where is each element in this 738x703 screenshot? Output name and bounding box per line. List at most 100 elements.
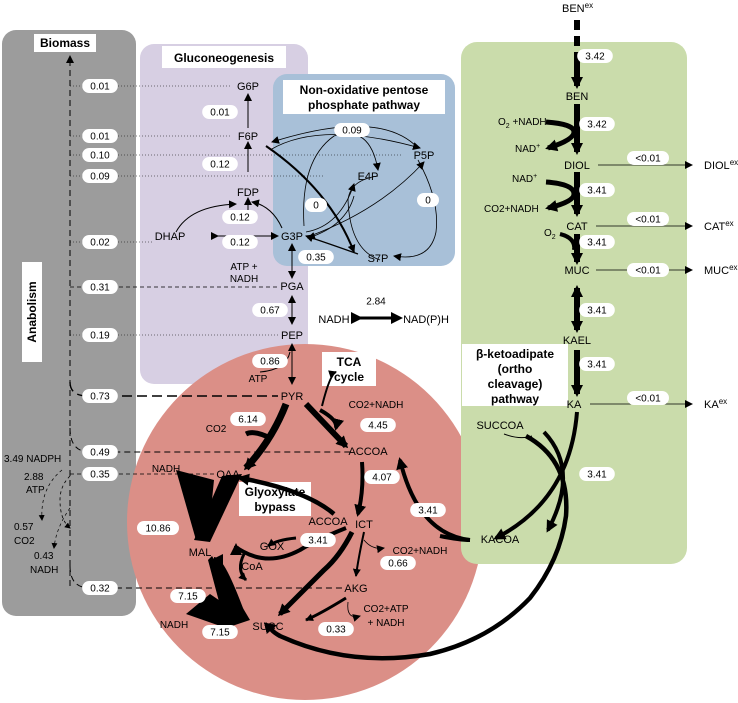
met-g6p: G6P — [237, 81, 259, 93]
external-metabolites: BENex DIOLex CATex MUCex KAex — [562, 1, 738, 411]
flux-value-ppp-s7p: 0 — [313, 201, 319, 212]
cof-atp-nadh-1: ATP + — [230, 262, 257, 273]
anabolism-title: Anabolism — [25, 281, 39, 342]
flux-value-muc-ex: <0.01 — [635, 266, 661, 277]
met-ict: ICT — [355, 519, 373, 531]
flux-value-ka-ex: <0.01 — [635, 394, 661, 405]
ketoadipate-title-line1: β-ketoadipate — [476, 347, 554, 361]
flux-value-bio-pep: 0.19 — [90, 331, 110, 342]
met-kacoa: KACOA — [481, 534, 520, 546]
flux-ppp-f6p: 0.09 — [334, 123, 370, 137]
flux-value-ict-akg: 0.66 — [388, 559, 408, 570]
flux-kacoa-succoa: 3.41 — [410, 503, 446, 517]
flux-value-g3p-pga: 0.35 — [306, 253, 326, 264]
flux-succ-nadh: 7.15 — [202, 625, 238, 639]
flux-value-pep-pga: 0.67 — [260, 306, 280, 317]
flux-value-g6p-f6p: 0.01 — [210, 108, 230, 119]
anab-atp-label: ATP — [26, 485, 45, 496]
flux-pyr-accoa: 4.45 — [360, 418, 396, 432]
flux-value-ben-in: 3.42 — [585, 52, 605, 63]
flux-value-mal-oaa: 10.86 — [145, 524, 170, 535]
flux-value-muc-kael: 3.41 — [587, 306, 607, 317]
cof-nad-1: NAD+ — [515, 143, 540, 155]
flux-value-pyr-accoa: 4.45 — [368, 421, 388, 432]
cof-co2-atp: CO2+ATP — [363, 604, 408, 615]
cof-o2-cat: O2 — [544, 228, 556, 241]
flux-value-succ-mal: 7.15 — [178, 592, 198, 603]
ppp-title-line1: Non-oxidative pentose — [300, 83, 429, 97]
flux-kael-ka: 3.41 — [579, 357, 615, 371]
flux-g6p-f6p: 0.01 — [202, 105, 238, 119]
cof-nad-2: NAD+ — [512, 173, 537, 185]
flux-value-bio-e4p: 0.09 — [90, 172, 110, 183]
ppp-compartment — [273, 74, 455, 266]
flux-nadh-nadph: 2.84 — [358, 294, 394, 308]
anab-co2-val: 0.57 — [14, 522, 34, 533]
flux-value-kael-ka: 3.41 — [587, 360, 607, 371]
flux-muc-ex: <0.01 — [627, 263, 669, 277]
flux-bio-oaa: 0.35 — [82, 467, 118, 481]
flux-value-dhap-g3p: 0.12 — [230, 238, 250, 249]
flux-value-bio-f6p: 0.01 — [90, 132, 110, 143]
flux-value-cat-ex: <0.01 — [635, 215, 661, 226]
met-accoa-tca: ACCOA — [348, 446, 388, 458]
flux-cat-muc: 3.41 — [579, 235, 615, 249]
flux-value-nadh-nadph: 2.84 — [366, 297, 386, 308]
flux-value-bio-oaa: 0.35 — [90, 470, 110, 481]
succ-nadh-wedge — [186, 594, 248, 628]
flux-succ-mal: 7.15 — [170, 589, 206, 603]
glyoxylate-title-line2: bypass — [254, 500, 296, 514]
flux-value-bio-pyr: 0.73 — [90, 392, 110, 403]
flux-value-accoa-ict: 4.07 — [372, 473, 392, 484]
flux-value-bio-succ: 0.32 — [90, 584, 110, 595]
nadh-mal-wedge — [176, 470, 214, 540]
flux-pyr-pep: 0.86 — [252, 354, 288, 368]
flux-value-ben-diol: 3.42 — [587, 120, 607, 131]
flux-bio-g6p: 0.01 — [82, 79, 118, 93]
flux-ka-ex: <0.01 — [627, 391, 669, 405]
flux-value-pyr-oaa: 6.14 — [238, 415, 258, 426]
flux-muc-kael: 3.41 — [579, 303, 615, 317]
flux-bio-pyr: 0.73 — [82, 389, 118, 403]
met-gox: GOX — [260, 541, 285, 553]
met-ka: KA — [567, 399, 582, 411]
met-s7p: S7P — [368, 253, 389, 265]
flux-akg-succ: 0.33 — [318, 622, 354, 636]
flux-bio-pga: 0.31 — [82, 280, 118, 294]
flux-bio-e4p: 0.09 — [82, 169, 118, 183]
met-muc: MUC — [564, 265, 589, 277]
flux-value-diol-ex: <0.01 — [635, 154, 661, 165]
cof-atp-pep: ATP — [249, 374, 268, 385]
met-e4p: E4P — [358, 171, 379, 183]
met-akg: AKG — [344, 583, 367, 595]
ppp-title-line2: phosphate pathway — [308, 98, 420, 112]
ketoadipate-title-line4: pathway — [491, 392, 539, 406]
cofactor-labels: O2 +NADH NAD+ NAD+ CO2+NADH O2 ATP + NAD… — [4, 117, 556, 631]
flux-value-ppp-p5p: 0 — [425, 196, 431, 207]
biomass-title: Biomass — [40, 36, 90, 50]
cof-o2-nadh: O2 +NADH — [498, 117, 547, 130]
met-mal: MAL — [189, 547, 212, 559]
flux-value-bio-dhap: 0.02 — [90, 238, 110, 249]
flux-bio-succ: 0.32 — [82, 581, 118, 595]
met-f6p: F6P — [238, 131, 258, 143]
cof-co2-nadh-pyr: CO2+NADH — [349, 400, 404, 411]
met-g3p: G3P — [281, 231, 303, 243]
flux-value-akg-succ: 0.33 — [326, 625, 346, 636]
cof-co2-atp-nadh: + NADH — [368, 618, 405, 629]
flux-dhap-g3p: 0.12 — [222, 235, 258, 249]
metabolite-labels: BEN DIOL CAT MUC KAEL KA SUCCOA KACOA G6… — [155, 81, 591, 633]
cof-atp-nadh-2: NADH — [230, 274, 258, 285]
flux-f6p-fdp: 0.12 — [202, 157, 238, 171]
met-nadh-center: NADH — [318, 314, 349, 326]
anab-co2-label: CO2 — [14, 536, 35, 547]
ketoadipate-edges — [263, 20, 693, 661]
flux-value-diol-cat: 3.41 — [587, 186, 607, 197]
flux-value-fdp-dhap: 0.12 — [230, 213, 250, 224]
flux-pep-pga: 0.67 — [252, 303, 288, 317]
kacoa-succoa-edge — [542, 430, 566, 533]
met-kael: KAEL — [563, 335, 591, 347]
flux-value-ka-kacoa: 3.41 — [587, 470, 607, 481]
ketoadipate-title-line2: (ortho — [498, 362, 533, 376]
